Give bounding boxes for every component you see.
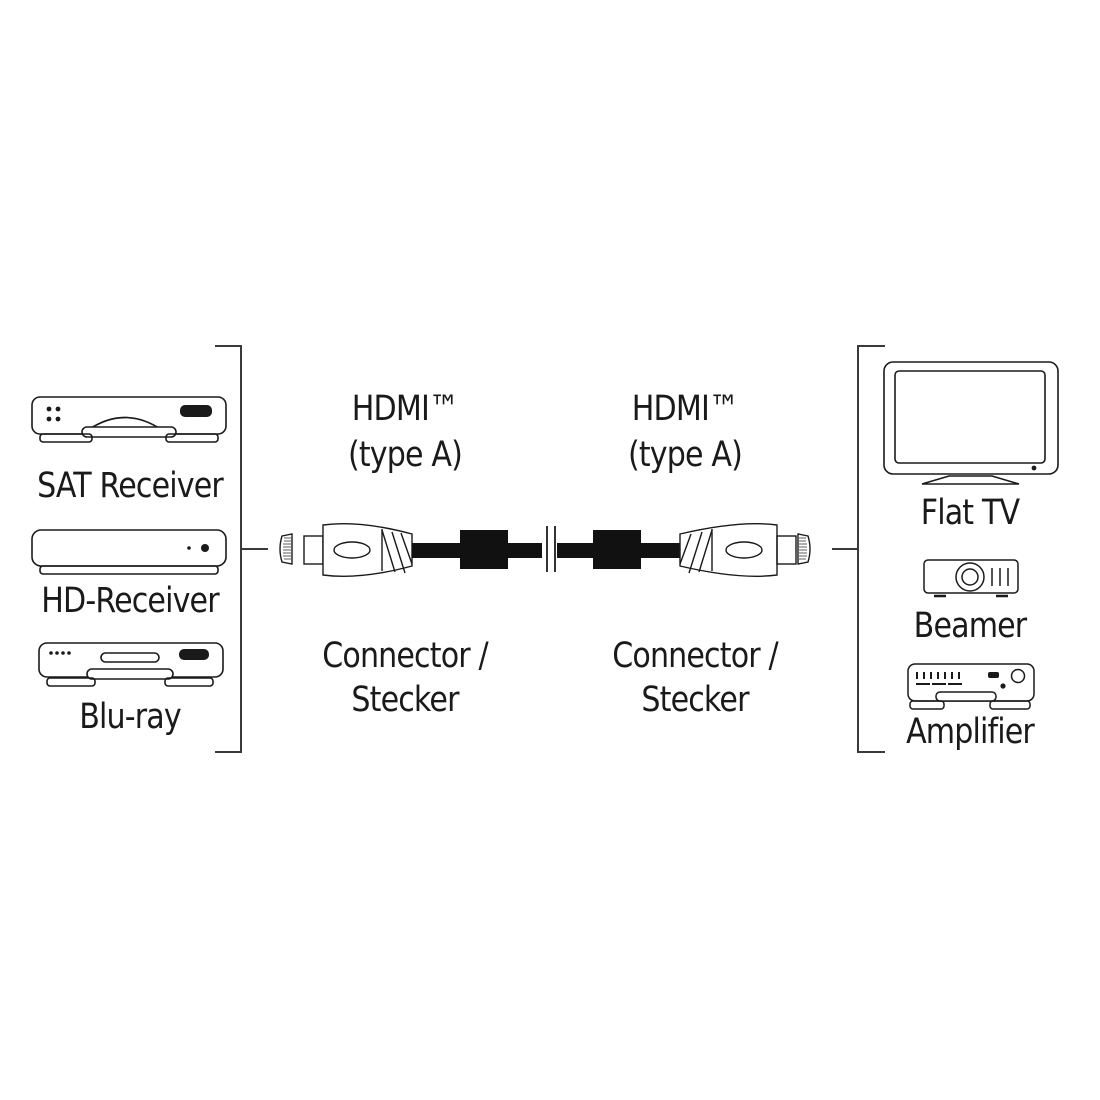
target-label-flat-tv: Flat TV — [920, 493, 1020, 533]
connector-right-caption-line1: Connector / — [612, 636, 778, 676]
ferrite-core-left — [460, 530, 508, 569]
bluray-player-icon — [38, 642, 224, 687]
flat-tv-icon — [883, 361, 1059, 485]
left-plug-tip — [279, 523, 413, 577]
sat-receiver-icon — [31, 396, 227, 443]
hd-receiver-icon — [31, 529, 227, 575]
target-label-amplifier: Amplifier — [906, 712, 1035, 752]
target-label-beamer: Beamer — [913, 606, 1028, 646]
left-bracket-tick — [240, 548, 268, 550]
connector-left-title-line2: (type A) — [347, 435, 463, 475]
connector-right-caption-line2: Stecker — [641, 680, 749, 720]
connector-left-title-line1: HDMI™ — [351, 389, 459, 429]
source-label-hd-receiver: HD-Receiver — [41, 581, 219, 621]
ferrite-core-right — [593, 530, 641, 569]
projector-icon — [923, 559, 1019, 598]
source-label-bluray: Blu-ray — [79, 697, 181, 737]
connector-left-caption-line2: Stecker — [351, 680, 459, 720]
hdmi-cable-illustration — [279, 523, 811, 577]
connector-right-title-line1: HDMI™ — [631, 389, 739, 429]
right-bracket-top — [857, 345, 885, 347]
left-bracket-bottom — [215, 751, 242, 753]
connector-left-caption-line1: Connector / — [322, 636, 488, 676]
right-bracket-tick — [832, 548, 859, 550]
right-bracket-bottom — [857, 751, 885, 753]
left-bracket-top — [215, 345, 242, 347]
connector-right-title-line2: (type A) — [627, 435, 743, 475]
source-label-sat-receiver: SAT Receiver — [37, 466, 224, 506]
right-plug — [679, 523, 811, 577]
amplifier-icon — [907, 663, 1035, 710]
